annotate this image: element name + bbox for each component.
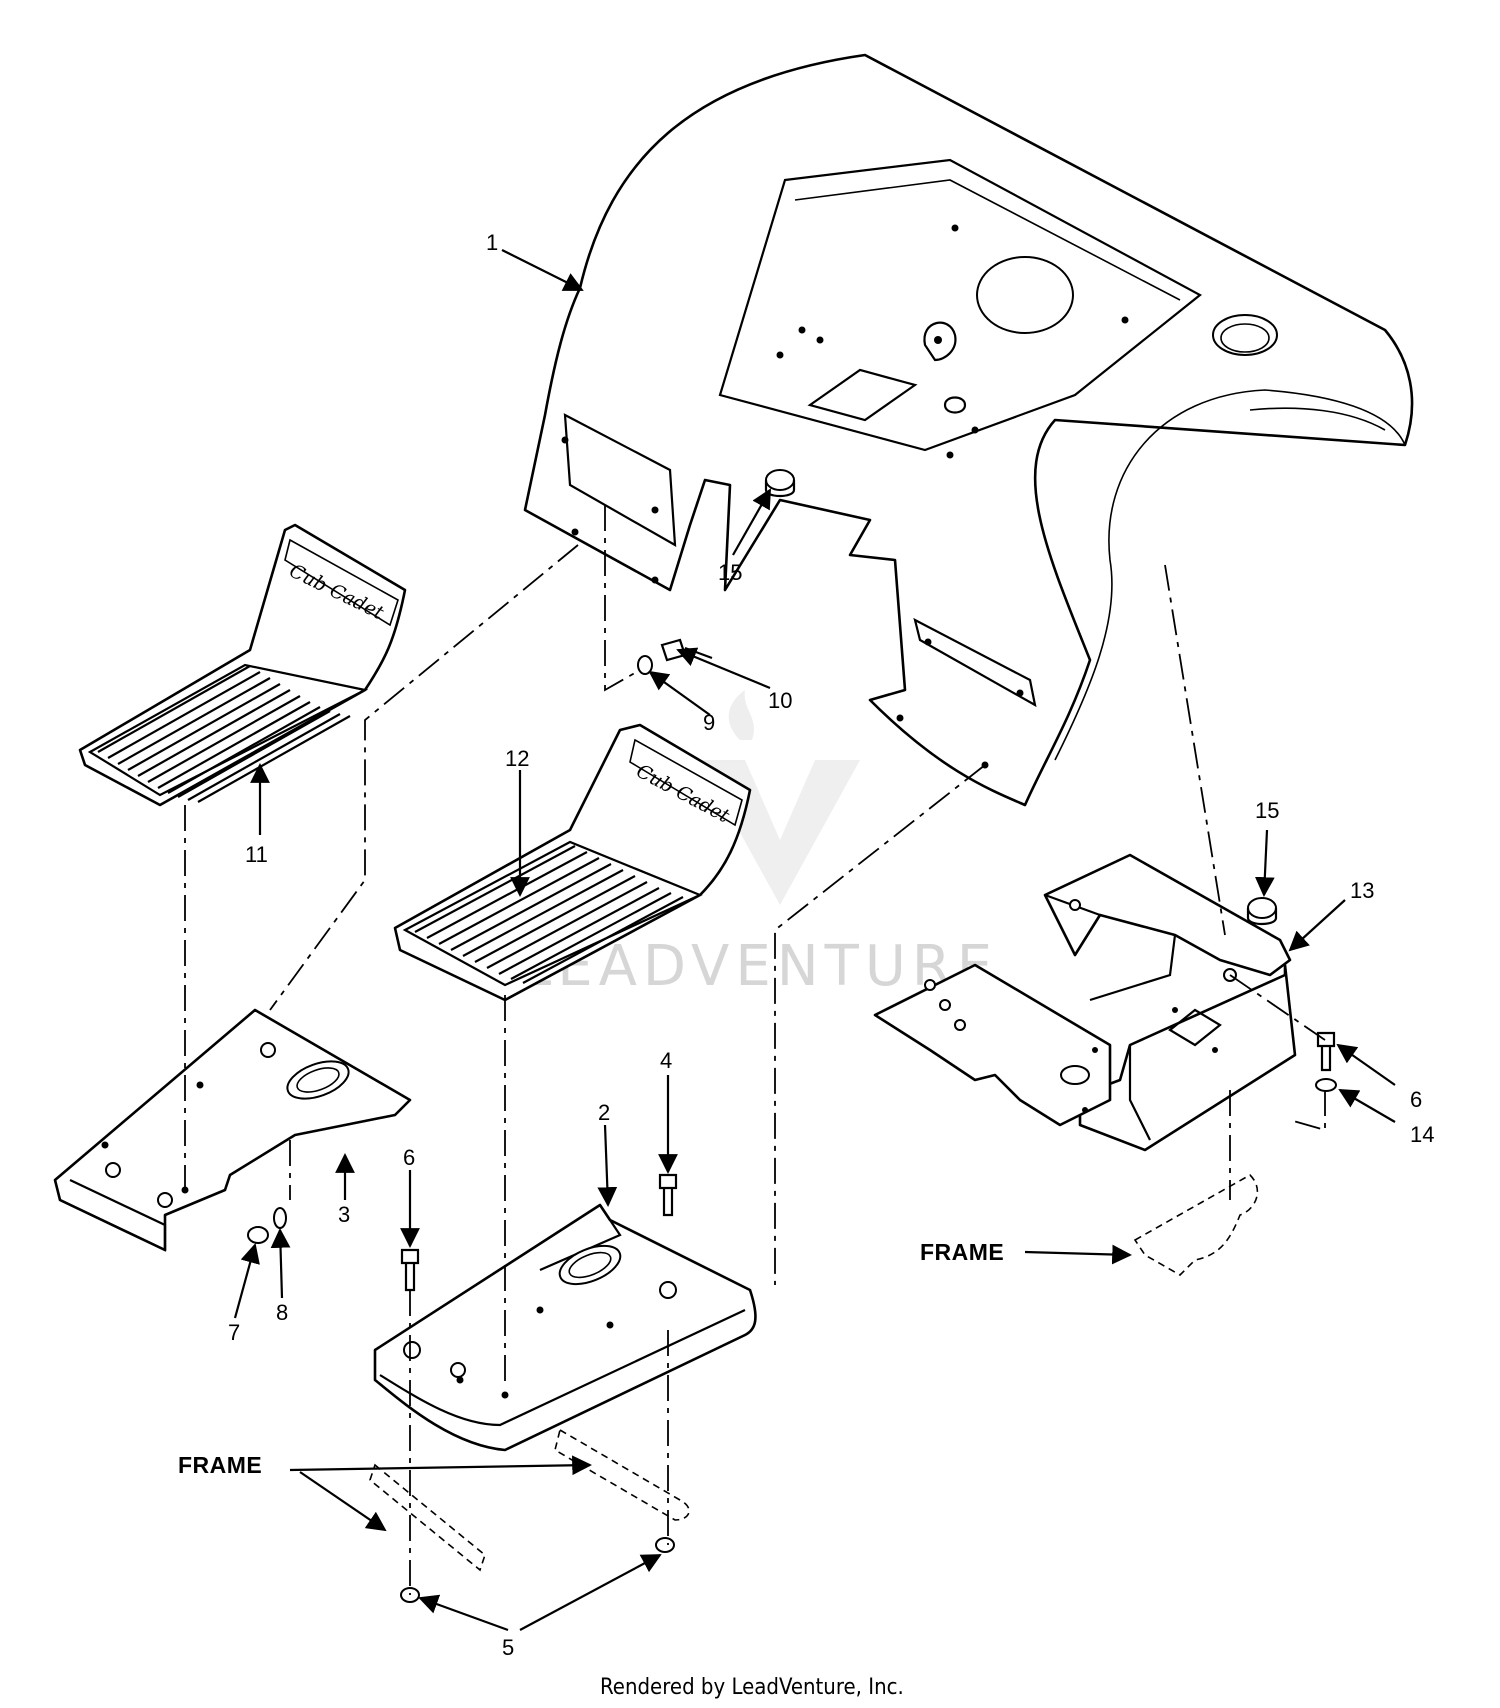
callout-15-bracket: 15	[1255, 798, 1279, 823]
callout-6-right: 6	[1410, 1087, 1422, 1112]
mat-ribs-right	[414, 845, 684, 984]
leader-arrows	[233, 249, 1396, 1632]
frame-outline-left	[369, 1428, 690, 1572]
callout-14: 14	[1410, 1122, 1434, 1147]
render-credit: Rendered by LeadVenture, Inc.	[600, 1675, 904, 1700]
frame-label-left: FRAME	[178, 1452, 262, 1478]
callout-11: 11	[245, 842, 268, 867]
callout-7: 7	[228, 1320, 240, 1345]
frame-outline-right	[1133, 1174, 1259, 1276]
callout-10: 10	[768, 688, 792, 713]
fender-part-1	[523, 53, 1414, 807]
callout-6-left: 6	[403, 1145, 415, 1170]
callout-1: 1	[486, 230, 498, 255]
callout-4: 4	[660, 1048, 672, 1073]
callout-9: 9	[703, 710, 715, 735]
callout-12: 12	[505, 746, 529, 771]
footrest-part-2	[373, 1203, 757, 1452]
callout-3: 3	[338, 1202, 350, 1227]
callout-labels: 1 15 10 9 11 12 15 13 6 14 2 4 6 3 7 8 5	[228, 230, 1434, 1660]
callout-13: 13	[1350, 878, 1374, 903]
footrest-part-3	[53, 1008, 412, 1252]
floor-mat-part-12: Cub Cadet	[393, 723, 752, 1002]
mat-ribs-left	[97, 665, 351, 803]
callout-5: 5	[502, 1635, 514, 1660]
floor-mat-part-11: Cub Cadet	[78, 523, 407, 807]
bracket-part-13	[873, 853, 1297, 1152]
frame-label-right: FRAME	[920, 1239, 1004, 1265]
callout-15-fender: 15	[718, 560, 742, 585]
assembly-lines	[184, 505, 1326, 1595]
callout-2: 2	[598, 1100, 610, 1125]
callout-8: 8	[276, 1300, 288, 1325]
